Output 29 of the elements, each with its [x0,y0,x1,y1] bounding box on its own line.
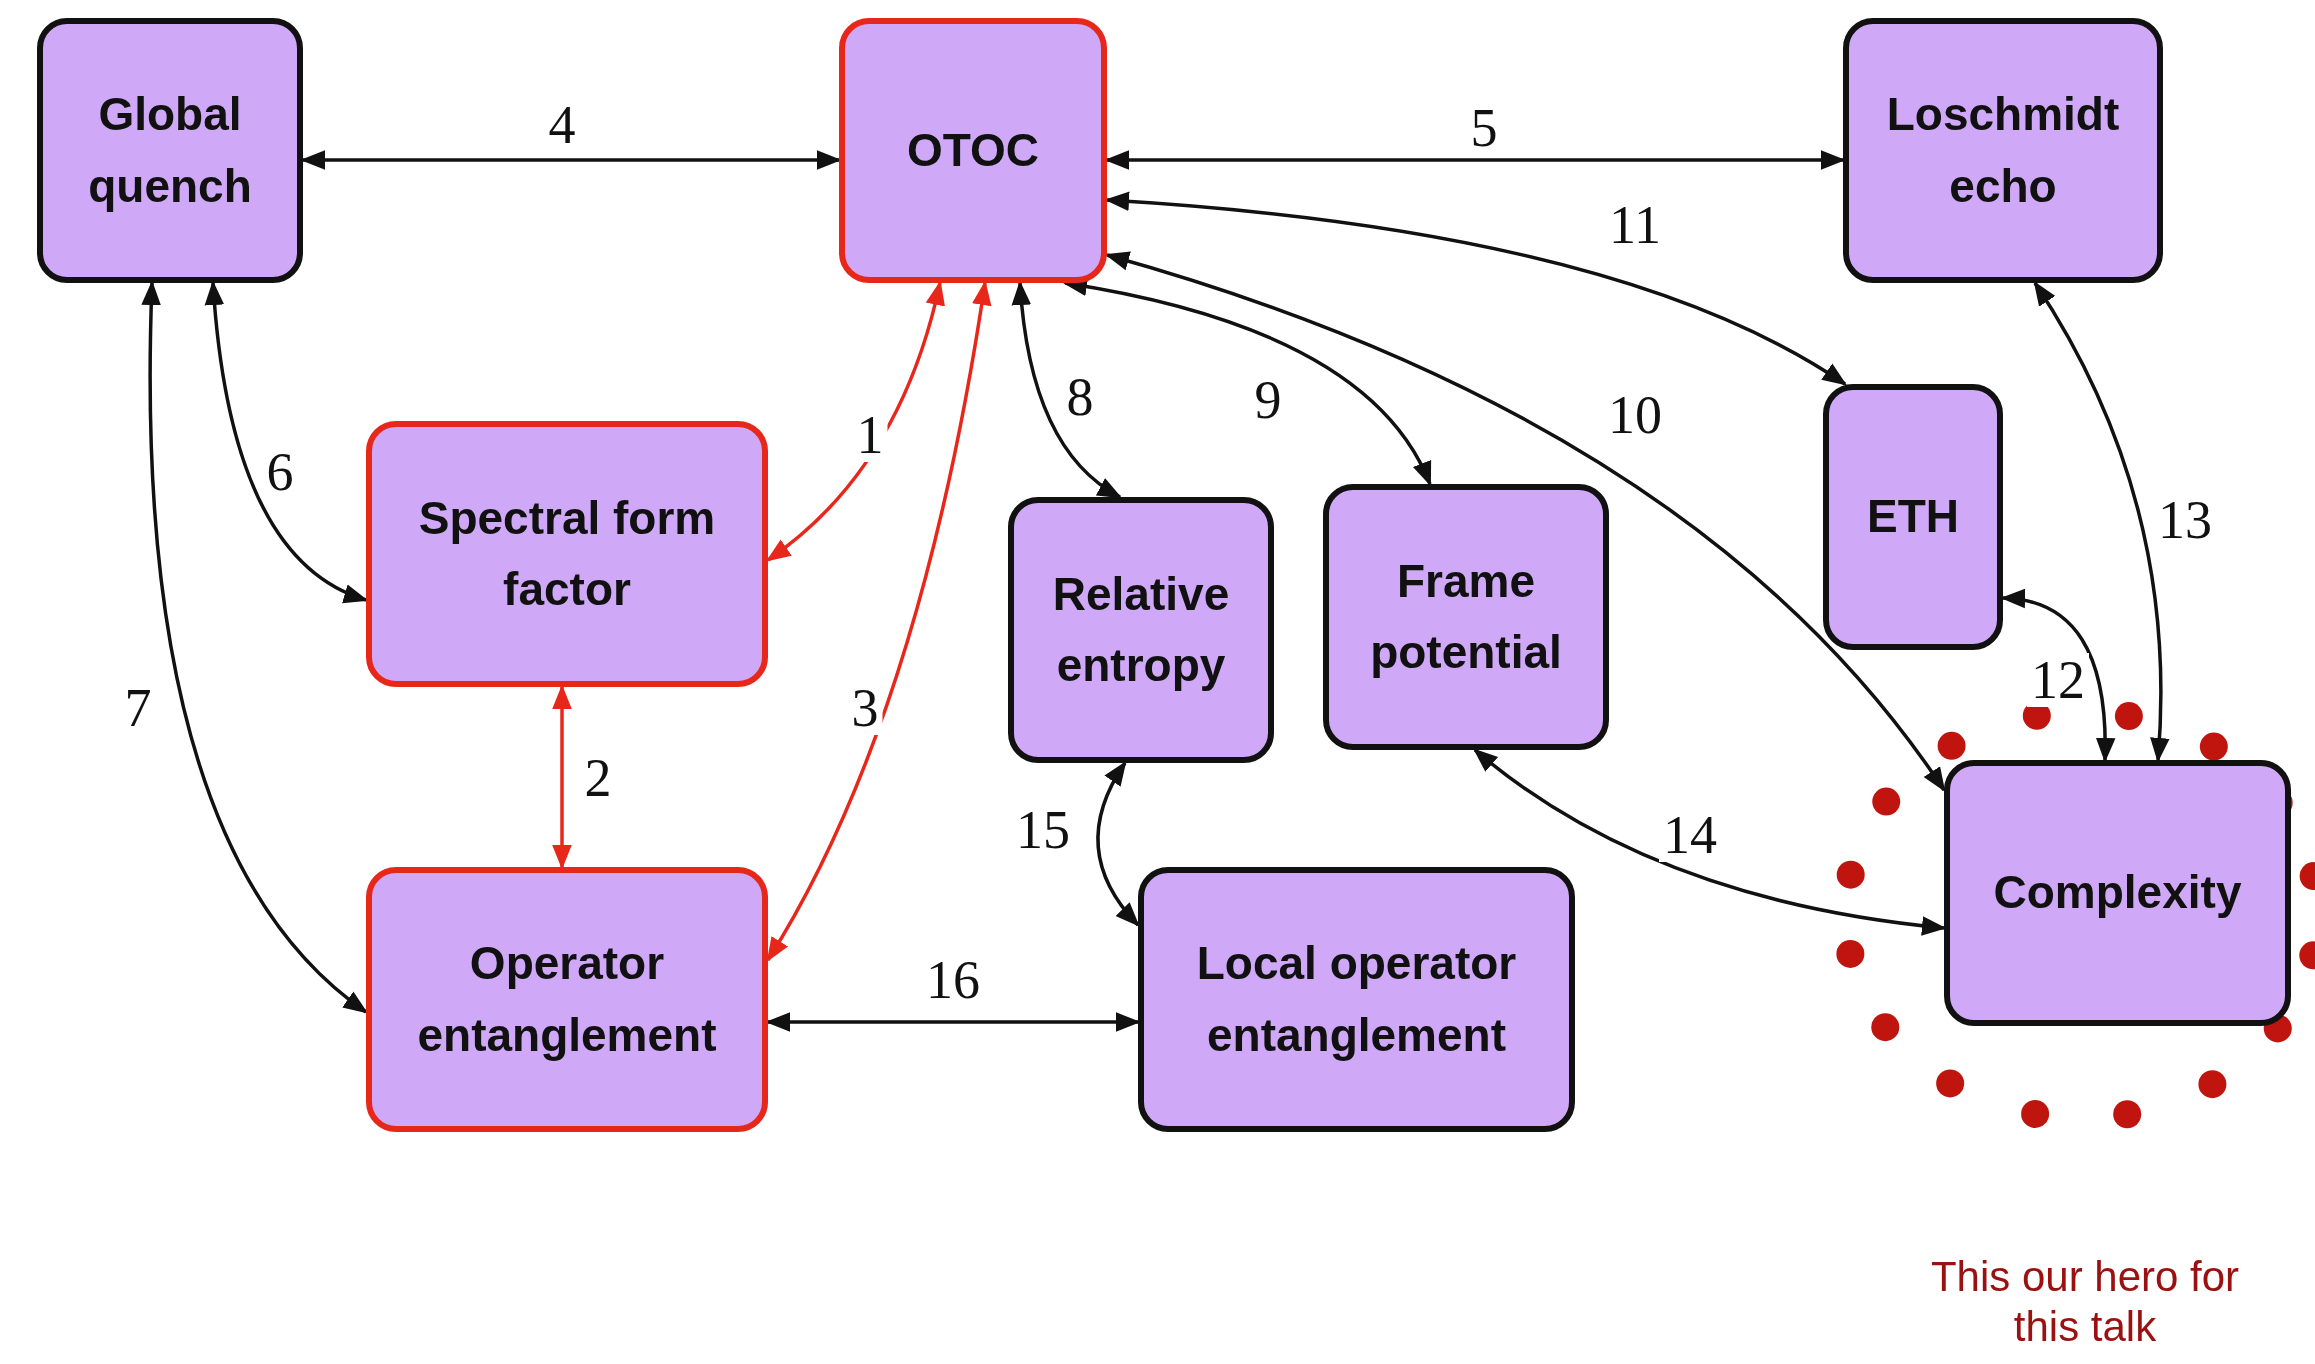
process-box [1138,867,1575,1132]
box-label: Local operator entanglement [1195,936,1518,1063]
edge-label: 12 [2027,653,2089,707]
arrow [552,684,572,870]
box-label: Complexity [1993,865,2242,921]
box-label: Spectral form factor [417,490,717,617]
process-box [1008,497,1274,763]
note-text: This our hero for this talk [1929,1252,2241,1353]
box-label: Relative entropy [1051,566,1231,693]
process-box [1843,18,2163,283]
process-box [1323,484,1609,750]
process-box [366,421,768,687]
arrow [1012,280,1123,499]
process-box [1823,384,2003,650]
box-label: ETH [1867,489,1959,545]
arrow [141,280,368,1014]
box-label: OTOC [906,122,1040,178]
box-label: Global quench [87,87,253,214]
process-box [1944,760,2291,1026]
box-label: Operator entanglement [416,936,718,1063]
process-box [839,18,1107,283]
arrow [766,280,992,963]
arrow [2033,280,2170,763]
box-label: Loschmidt echo [1885,87,2121,214]
box-label: Frame potential [1369,553,1563,680]
process-box [366,867,768,1132]
process-box [37,18,303,283]
arrow [766,280,945,562]
arrow [1096,760,1140,927]
